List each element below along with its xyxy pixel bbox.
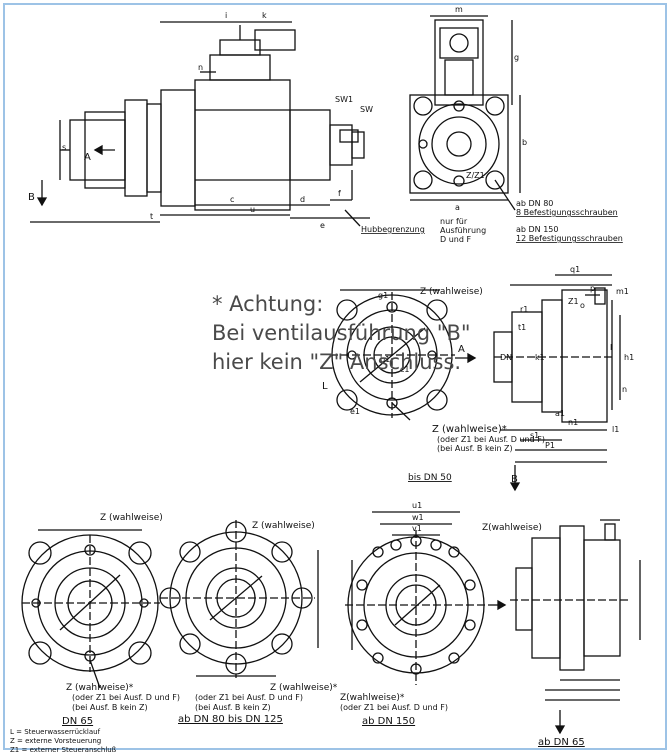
- ab-dn150-label: ab DN 150: [516, 225, 558, 234]
- a1-label: a1: [555, 409, 565, 418]
- n-label: n: [622, 385, 627, 394]
- l1-label: l1: [612, 425, 619, 434]
- oder-3: (oder Z1 bei Ausf. D und F): [340, 703, 448, 712]
- sw-label: SW: [360, 105, 373, 114]
- dn150-view: [345, 511, 507, 685]
- dim-f: f: [338, 189, 341, 198]
- dn80-view: [159, 520, 319, 678]
- legend-z1: Z1 = externer Steueranschluß: [10, 746, 117, 754]
- note-line-1: * Achtung:: [212, 292, 324, 316]
- top-side-view: [30, 21, 370, 227]
- z-wahlweise-2: Z (wahlweise): [252, 521, 315, 531]
- m1-label: m1: [616, 287, 629, 296]
- dim-d: d: [300, 195, 305, 204]
- dim-b: b: [522, 138, 527, 147]
- dim-g: g: [514, 53, 519, 62]
- dim-s: s: [62, 143, 66, 152]
- dim-k: k: [262, 11, 267, 20]
- hubbegrenzung-label: Hubbegrenzung: [361, 225, 425, 234]
- dim-u: u: [250, 205, 255, 214]
- z-wahlweise-mid: Z (wahlweise): [420, 287, 483, 297]
- a-mid: A: [458, 344, 465, 355]
- w1-label: w1: [412, 513, 424, 522]
- note-line-3: hier kein "Z" Anschluss.: [212, 350, 462, 374]
- dn80-title: ab DN 80 bis DN 125: [178, 714, 283, 725]
- dn65-view: [21, 529, 160, 689]
- c1-label: c1: [400, 365, 410, 374]
- z1-mid-label: Z1: [568, 297, 579, 306]
- oder-mid: (oder Z1 bei Ausf. D und F): [437, 435, 545, 444]
- b1-label: b1: [380, 355, 390, 364]
- u1-label: u1: [412, 501, 422, 510]
- legend-z: Z = externe Vorsteuerung: [10, 737, 101, 745]
- bisdn50-front-view: [330, 289, 455, 421]
- q1-label: q1: [570, 265, 580, 274]
- g1-label: g1: [378, 291, 388, 300]
- zz1-label: Z/Z1: [466, 171, 485, 180]
- dim-a: a: [455, 203, 460, 212]
- dn150-title: ab DN 150: [362, 716, 415, 727]
- p-label: p: [590, 284, 595, 293]
- dim-t: t: [150, 212, 153, 221]
- k1-label: k1: [535, 353, 545, 362]
- bei-1: (bei Ausf. B kein Z): [72, 703, 148, 712]
- l-mid: L: [322, 381, 328, 392]
- befest8-label: 8 Befestigungsschrauben: [516, 208, 618, 217]
- note-line-2: Bei ventilausführung "B": [212, 321, 471, 345]
- arrow-a-label: A: [84, 152, 91, 163]
- befest12-label: 12 Befestigungsschrauben: [516, 234, 623, 243]
- o-label: o: [580, 301, 585, 310]
- n1-label: n1: [568, 418, 578, 427]
- z-wahlweise-3: Z(wahlweise): [482, 523, 542, 533]
- sw1-label: SW1: [335, 95, 353, 104]
- bei-mid: (bei Ausf. B kein Z): [437, 444, 513, 453]
- bei-2: (bei Ausf. B kein Z): [195, 703, 271, 712]
- z-star-2: Z (wahlweise)*: [270, 683, 338, 693]
- dim-e: e: [320, 221, 325, 230]
- warning-note: * Achtung: Bei ventilausführung "B" hier…: [212, 290, 471, 377]
- dn65-side-view: [510, 519, 641, 735]
- drawing-frame: [3, 3, 667, 750]
- s1-label: s1: [530, 431, 539, 440]
- top-front-view: [409, 15, 521, 211]
- dim-i: i: [225, 11, 227, 20]
- arrow-b-label: B: [28, 192, 35, 203]
- nur-fuer-2: Ausführung: [440, 226, 486, 235]
- dim-m: m: [455, 5, 463, 14]
- b-mid: B: [511, 474, 518, 485]
- z-wahlweise-1: Z (wahlweise): [100, 513, 163, 523]
- z-star-3: Z(wahlweise)*: [340, 693, 405, 703]
- nur-fuer-1: nur für: [440, 217, 468, 226]
- bisdn50-side-view: [455, 274, 621, 492]
- oder-1: (oder Z1 bei Ausf. D und F): [72, 693, 180, 702]
- oder-2: (oder Z1 bei Ausf. D und F): [195, 693, 303, 702]
- dn-mid-label: DN: [500, 353, 512, 362]
- z-star-1: Z (wahlweise)*: [66, 683, 134, 693]
- legend-l: L = Steuerwasserrücklauf: [10, 728, 101, 736]
- dim-c: c: [230, 195, 234, 204]
- l-dim-label: l: [610, 343, 612, 352]
- t1-label: t1: [518, 323, 526, 332]
- ab-dn80-label: ab DN 80: [516, 199, 553, 208]
- dn65b-title: ab DN 65: [538, 737, 585, 748]
- e1-label: e1: [350, 407, 360, 416]
- r1-label: r1: [520, 305, 528, 314]
- v1-label: v1: [412, 524, 422, 533]
- dn65-title: DN 65: [62, 716, 93, 727]
- nur-fuer-3: D und F: [440, 235, 471, 244]
- bis-dn50-title: bis DN 50: [408, 473, 452, 483]
- z-star-mid: Z (wahlweise)*: [432, 424, 507, 435]
- dim-n: n: [198, 63, 203, 72]
- h1-label: h1: [624, 353, 634, 362]
- p1-label: P1: [545, 441, 555, 450]
